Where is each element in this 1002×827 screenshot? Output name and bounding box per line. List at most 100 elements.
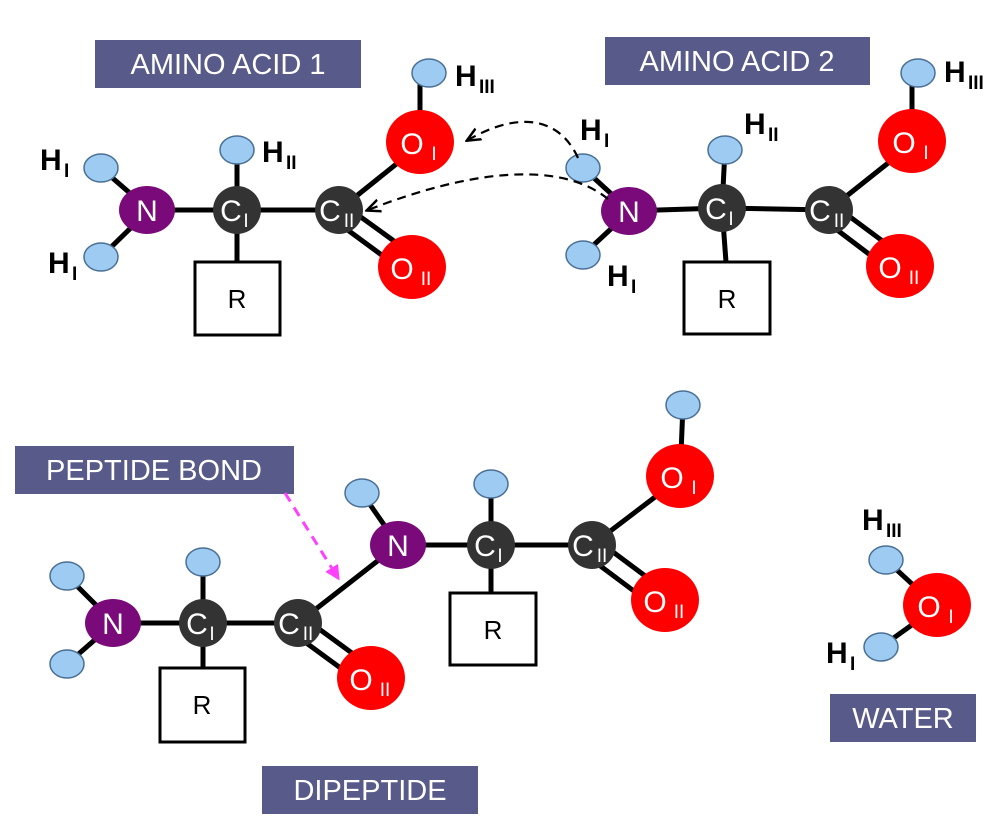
h-label: H [40, 144, 62, 177]
carbon-atom [274, 599, 322, 647]
svg-text:I: I [497, 546, 502, 567]
h-label: H [744, 108, 766, 141]
h-label: H [826, 637, 848, 670]
r-group-box [158, 666, 247, 744]
hydrogen-atom [900, 58, 936, 88]
label-amino-acid-2-text: AMINO ACID 2 [640, 46, 835, 78]
svg-text:C: C [278, 608, 300, 641]
hydrogen-atom [868, 545, 904, 575]
svg-text:N: N [387, 530, 409, 563]
svg-text:C: C [809, 195, 831, 228]
carbon-atom [467, 521, 515, 569]
svg-text:O: O [917, 591, 940, 624]
hydrogen-atom [863, 632, 899, 662]
svg-text:O: O [878, 252, 901, 285]
oxygen-atom [878, 109, 946, 173]
hydrogen-atom [49, 649, 85, 679]
r-group-label: R [193, 690, 212, 720]
svg-text:II: II [768, 125, 779, 146]
carbon-atom [568, 521, 616, 569]
svg-text:O: O [349, 664, 372, 697]
r-group-box [193, 260, 282, 337]
water-molecule: O I H III H I [826, 504, 971, 675]
h-label: H [455, 60, 477, 93]
oxygen-atom [337, 646, 405, 710]
label-dipeptide-text: DIPEPTIDE [293, 775, 446, 807]
hydrogen-atom [665, 390, 701, 420]
svg-text:I: I [850, 654, 855, 675]
svg-text:O: O [660, 462, 683, 495]
svg-text:O: O [400, 128, 423, 161]
nitrogen-atom [119, 186, 175, 234]
svg-text:O: O [643, 586, 666, 619]
oxygen-atom [646, 444, 714, 508]
svg-text:II: II [421, 269, 432, 290]
hydrogen-atom [83, 242, 119, 272]
label-amino-acid-1: AMINO ACID 1 [95, 40, 361, 88]
h-label: H [944, 56, 966, 89]
nitrogen-atom [370, 521, 426, 569]
h-label: H [262, 136, 284, 169]
svg-text:I: I [728, 209, 733, 230]
svg-text:C: C [319, 195, 341, 228]
r-group-box [448, 591, 538, 667]
oxygen-atom [866, 234, 934, 298]
svg-text:C: C [474, 530, 496, 563]
hydrogen-atom [473, 469, 509, 499]
svg-text:II: II [380, 680, 391, 701]
carbon-atom [698, 184, 746, 232]
amino-acid-2-molecule: R N C I C II O I O II H I H I H II H III [565, 56, 984, 336]
hydrogen-atom [707, 135, 743, 165]
hydrogen-atom [219, 135, 255, 165]
r-group-label: R [228, 284, 247, 314]
label-peptide-bond-text: PEPTIDE BOND [46, 455, 262, 487]
svg-text:C: C [220, 195, 242, 228]
svg-text:I: I [948, 607, 953, 628]
svg-text:N: N [102, 608, 124, 641]
svg-text:I: I [72, 264, 77, 285]
svg-text:I: I [243, 211, 248, 232]
oxygen-atom [903, 573, 971, 637]
hydrogen-atom [565, 153, 601, 183]
label-amino-acid-2: AMINO ACID 2 [605, 37, 870, 85]
hydrogen-atom [185, 547, 221, 577]
reaction-arrow-n-to-c [368, 173, 609, 210]
carbon-atom [179, 599, 227, 647]
svg-text:O: O [390, 253, 413, 286]
r-group-label: R [718, 284, 737, 314]
svg-text:N: N [618, 196, 640, 229]
carbon-atom [805, 186, 853, 234]
svg-text:II: II [834, 211, 845, 232]
label-water: WATER [830, 694, 976, 742]
r-group-label: R [484, 615, 503, 645]
svg-text:C: C [186, 608, 208, 641]
svg-text:II: II [597, 546, 608, 567]
svg-text:I: I [64, 161, 69, 182]
r-group-box [682, 260, 772, 336]
label-peptide-bond: PEPTIDE BOND [15, 446, 294, 494]
nitrogen-atom [85, 599, 141, 647]
svg-text:II: II [303, 624, 314, 645]
label-water-text: WATER [852, 703, 954, 735]
h-label: H [580, 114, 602, 147]
hydrogen-atom [411, 58, 447, 88]
svg-text:I: I [691, 478, 696, 499]
svg-text:III: III [886, 521, 902, 542]
oxygen-atom [631, 568, 699, 632]
carbon-atom [213, 186, 261, 234]
svg-text:I: I [431, 144, 436, 165]
svg-text:I: I [604, 131, 609, 152]
svg-text:N: N [136, 195, 158, 228]
hydrogen-atom [565, 240, 601, 270]
svg-text:I: I [631, 277, 636, 298]
svg-text:II: II [286, 153, 297, 174]
peptide-bond-arrow [283, 492, 340, 581]
carbon-atom [315, 186, 363, 234]
label-amino-acid-1-text: AMINO ACID 1 [131, 49, 326, 81]
hydrogen-atom [344, 478, 380, 508]
svg-text:C: C [705, 193, 727, 226]
label-dipeptide: DIPEPTIDE [262, 766, 478, 814]
hydrogen-atom [83, 153, 119, 183]
reaction-arrow-h-to-oh [468, 120, 580, 159]
